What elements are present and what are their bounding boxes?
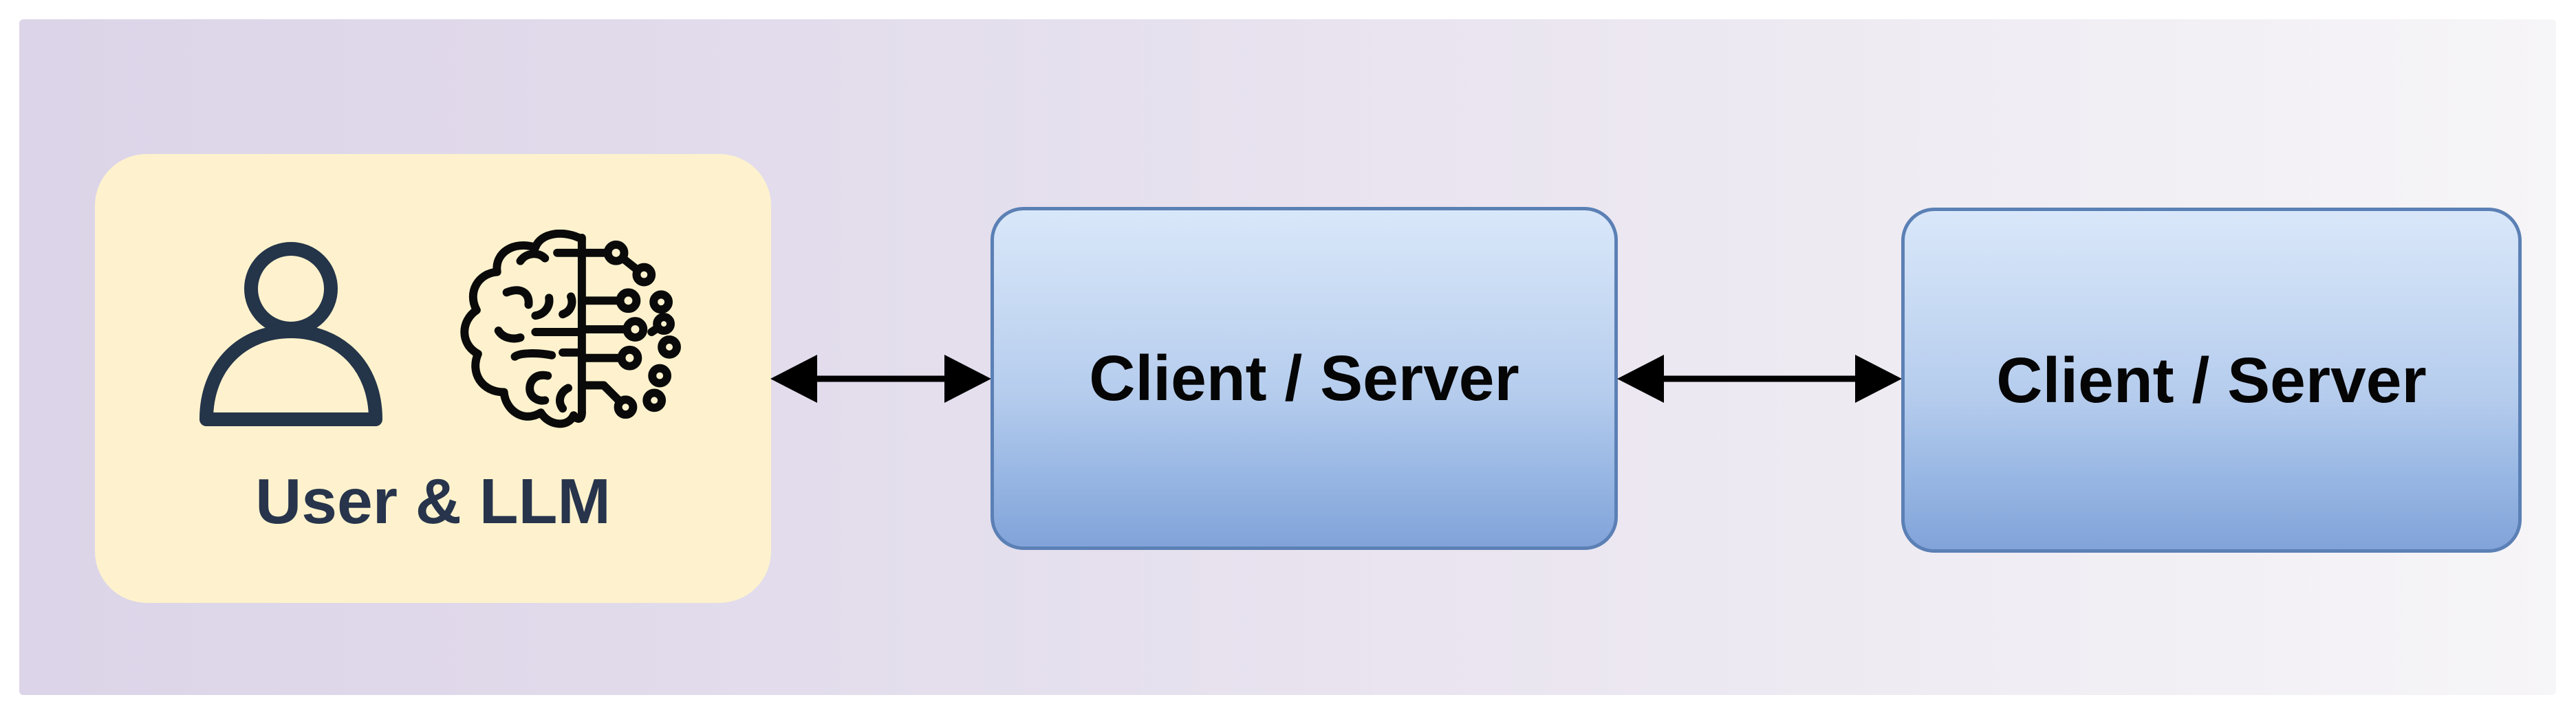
- node-user-llm: User & LLM: [95, 154, 771, 603]
- node-client-server-2: Client / Server: [1901, 208, 2522, 553]
- brain-circuit-icon: [460, 230, 681, 428]
- node-client-server-1: Client / Server: [991, 207, 1618, 550]
- user-icon: [199, 242, 382, 426]
- node-label-user-llm: User & LLM: [255, 465, 611, 537]
- node-label-client-server-1: Client / Server: [1089, 342, 1519, 414]
- double-arrow-connector-1: [770, 355, 991, 403]
- node-label-client-server-2: Client / Server: [1996, 344, 2427, 416]
- double-arrow-connector-2: [1617, 355, 1902, 403]
- diagram-canvas: User & LLM Client / Server Client / Serv…: [19, 19, 2556, 695]
